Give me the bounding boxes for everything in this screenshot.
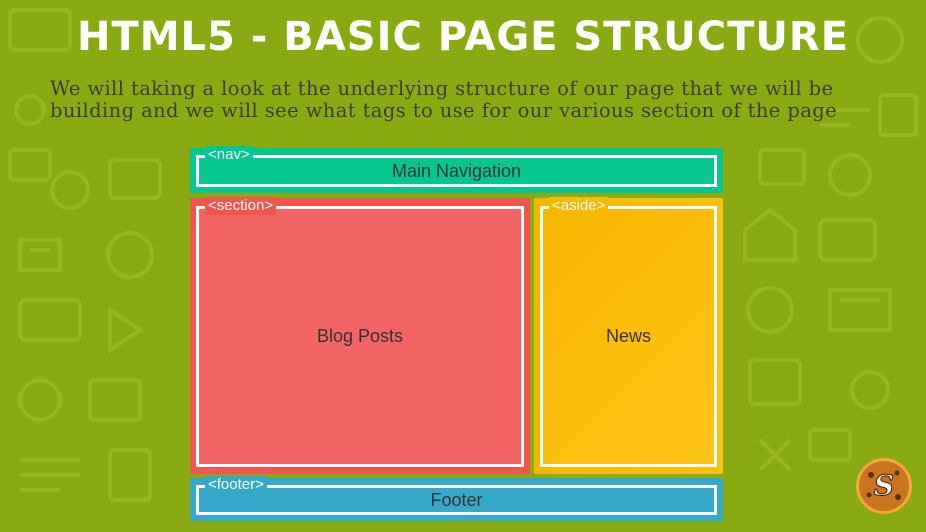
logo-mark-icon: S: [866, 469, 901, 503]
footer-label: Footer: [430, 489, 483, 510]
cookie-s-logo-icon: S: [856, 458, 912, 514]
footer-block: <footer> Footer: [190, 476, 723, 521]
aside-block: <aside> News: [534, 197, 723, 474]
section-tag-label: <section>: [205, 197, 277, 215]
footer-tag-label: <footer>: [205, 476, 267, 494]
nav-label: Main Navigation: [391, 160, 522, 181]
aside-label: News: [605, 326, 651, 346]
nav-inner-box: <nav> Main Navigation: [196, 146, 717, 187]
logo-letter: S: [874, 469, 894, 502]
nav-tag-label: <nav>: [205, 146, 253, 164]
aside-inner-box: <aside> News: [540, 197, 717, 467]
section-inner-box: <section> Blog Posts: [196, 197, 524, 467]
footer-inner-box: <footer> Footer: [196, 476, 717, 515]
section-label: Blog Posts: [316, 326, 404, 346]
section-block: <section> Blog Posts: [190, 197, 530, 474]
nav-block: <nav> Main Navigation: [190, 146, 723, 193]
slide-title: HTML5 - BASIC PAGE STRUCTURE: [76, 14, 850, 60]
aside-tag-label: <aside>: [549, 197, 609, 215]
slide-subtitle: We will taking a look at the underlying …: [50, 77, 838, 122]
